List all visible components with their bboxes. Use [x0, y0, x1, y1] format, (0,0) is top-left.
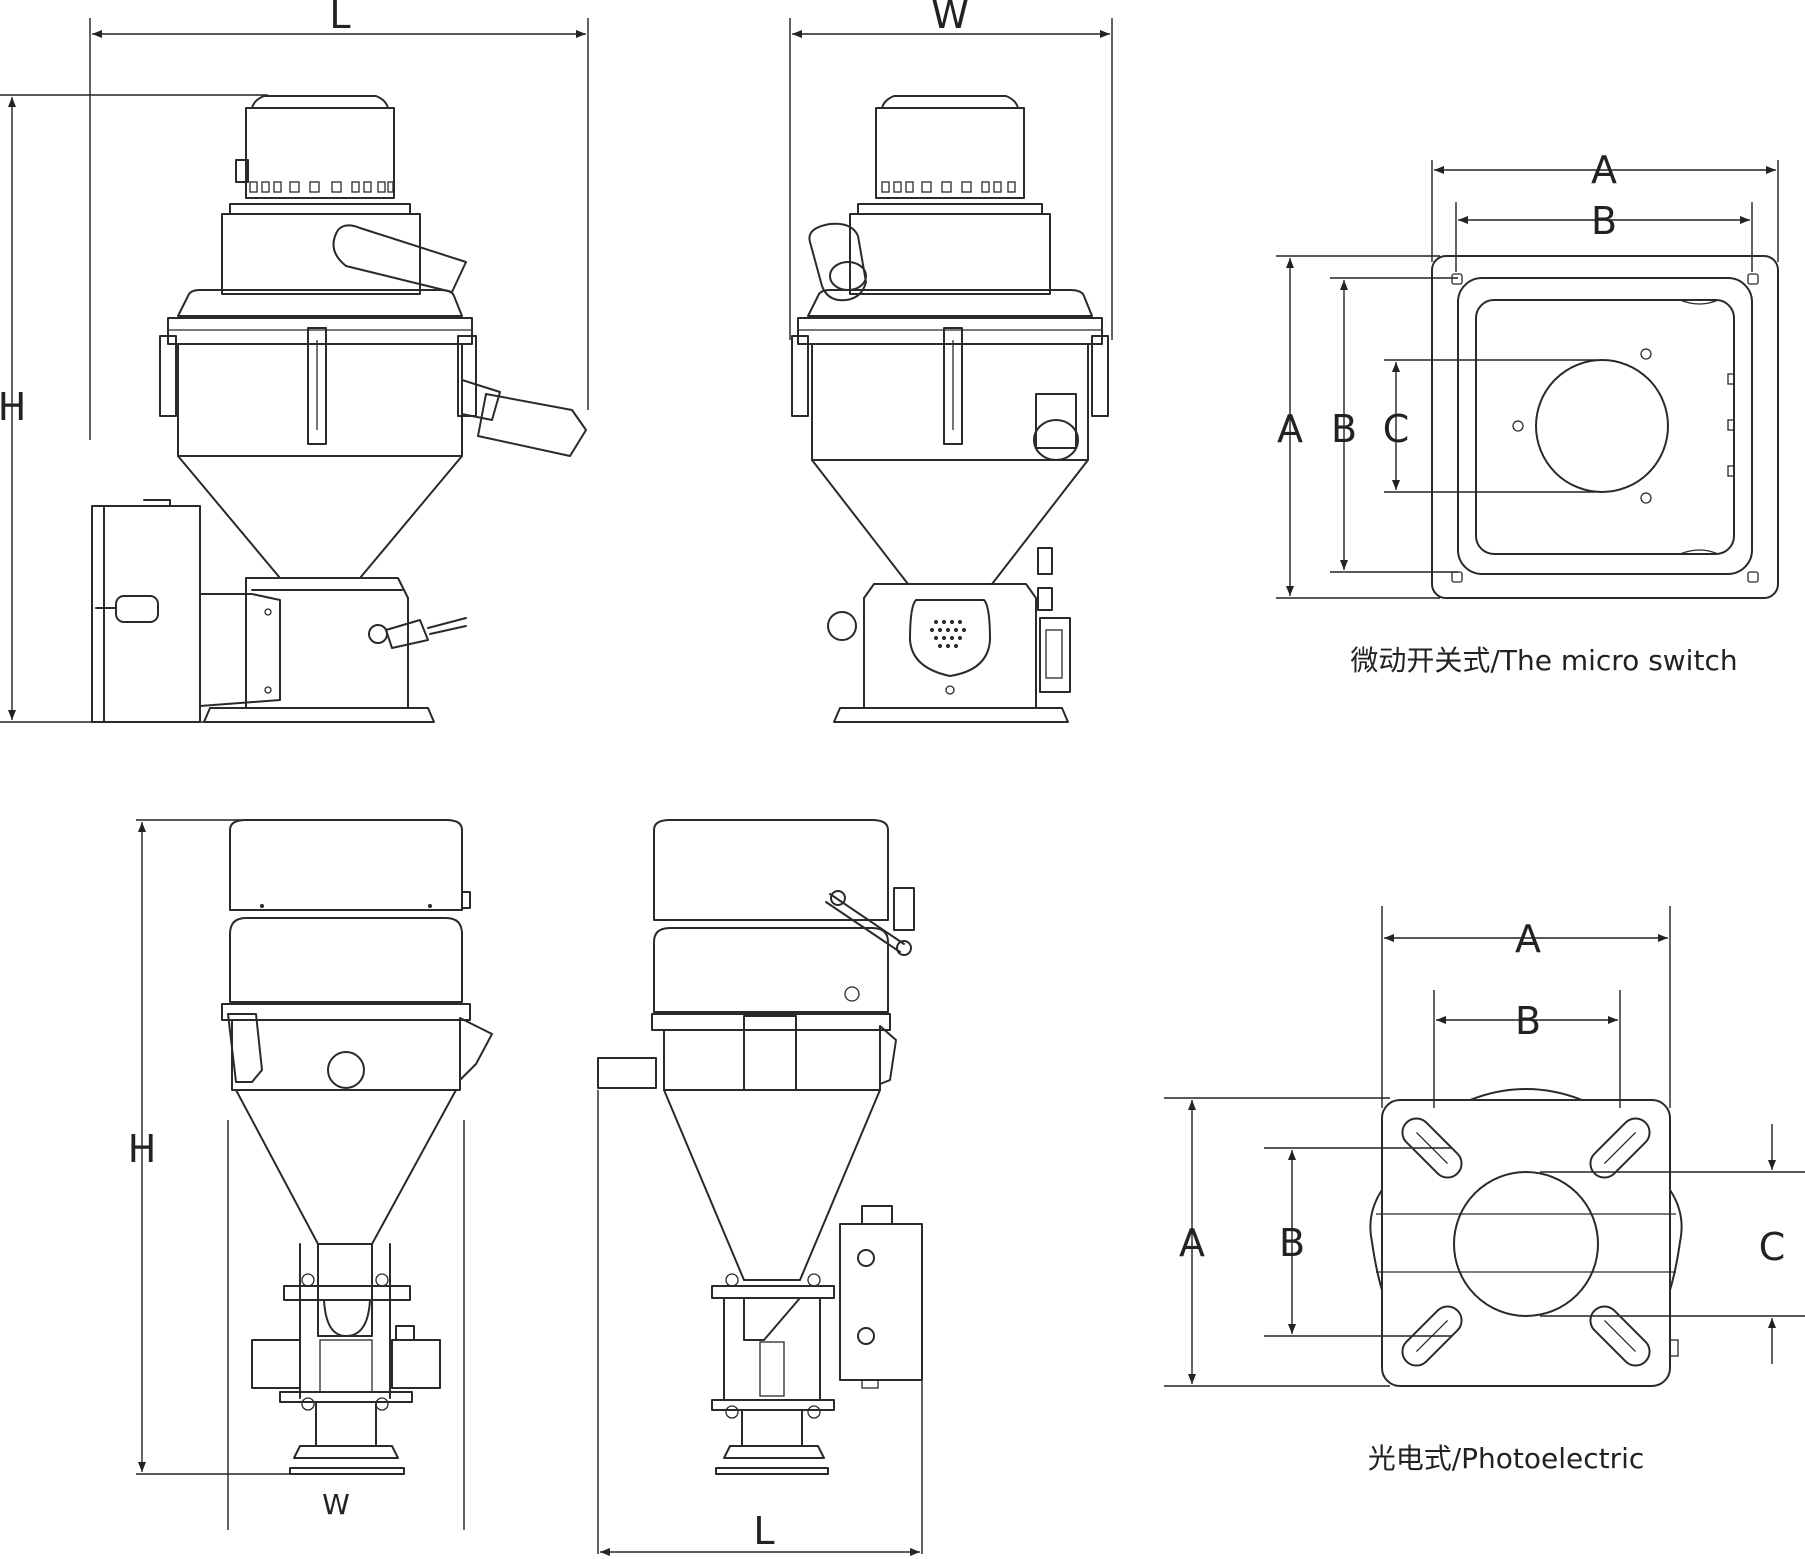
- photoelectric-front-view-drawing: [136, 819, 493, 1530]
- photoelectric-dim-a-top: A: [1515, 917, 1541, 961]
- micro-switch-dim-b-left: B: [1331, 407, 1357, 451]
- dimension-label-l-lower: L: [753, 1509, 774, 1553]
- dimension-label-h: H: [0, 385, 26, 429]
- photoelectric-dim-b-left: B: [1279, 1221, 1305, 1265]
- photoelectric-flange-drawing: [1164, 906, 1805, 1387]
- micro-switch-dim-a-left: A: [1277, 407, 1303, 451]
- photoelectric-dim-c-right: C: [1759, 1225, 1786, 1269]
- photoelectric-caption: 光电式/Photoelectric: [1368, 1442, 1645, 1475]
- dimension-label-w-lower: W: [322, 1488, 350, 1521]
- photoelectric-dim-b-top: B: [1515, 999, 1541, 1043]
- side-view-drawing: [789, 18, 1113, 723]
- dimension-label-h-lower: H: [128, 1127, 157, 1171]
- micro-switch-dim-b-top: B: [1591, 199, 1617, 243]
- micro-switch-flange-drawing: [1276, 160, 1779, 599]
- micro-switch-caption: 微动开关式/The micro switch: [1350, 644, 1737, 677]
- front-view-drawing: [0, 18, 589, 723]
- photoelectric-dim-a-left: A: [1179, 1221, 1205, 1265]
- micro-switch-dim-c-left: C: [1383, 407, 1410, 451]
- photoelectric-side-view-drawing: [597, 819, 923, 1556]
- micro-switch-dim-a-top: A: [1591, 148, 1617, 192]
- dimension-label-w: W: [931, 0, 969, 37]
- dimension-label-l: L: [329, 0, 350, 37]
